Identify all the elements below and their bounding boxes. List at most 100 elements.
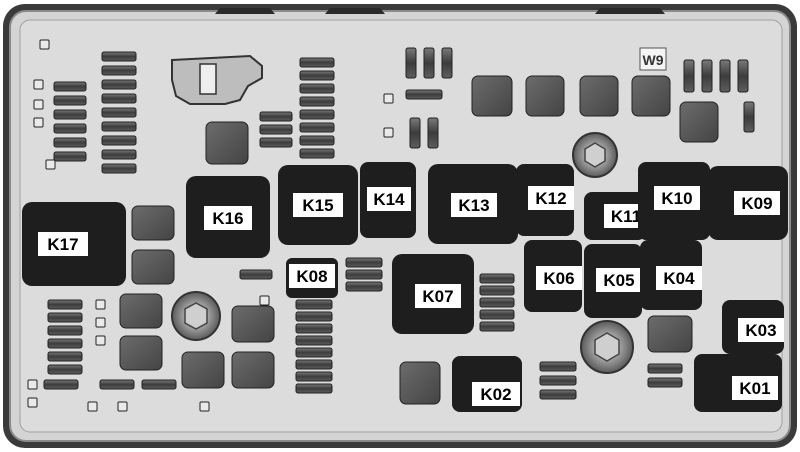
mini-fuse — [101, 135, 137, 146]
mini-fuse — [53, 137, 87, 148]
relay-k07: K07 — [392, 254, 474, 334]
relay-label-k15: K15 — [302, 196, 333, 215]
terminal — [27, 397, 38, 408]
mini-fuse — [101, 107, 137, 118]
mini-fuse — [719, 59, 731, 93]
relay-k10: K10 — [638, 162, 710, 240]
mini-fuse — [539, 389, 577, 400]
mini-fuse — [479, 273, 515, 284]
mini-fuse — [295, 359, 333, 370]
mini-fuse — [43, 379, 79, 390]
terminal — [259, 295, 270, 306]
mini-fuse — [441, 47, 453, 79]
relay-label-k04: K04 — [663, 269, 695, 288]
fuse-block — [131, 249, 175, 285]
mini-fuse — [737, 59, 749, 93]
mini-fuse — [295, 323, 333, 334]
mini-fuse — [101, 93, 137, 104]
mini-fuse — [47, 338, 83, 349]
mini-fuse — [101, 79, 137, 90]
relay-k05: K05 — [584, 244, 642, 318]
mini-fuse — [299, 70, 335, 81]
mini-fuse — [239, 269, 273, 280]
mini-fuse — [647, 363, 683, 374]
mini-fuse — [479, 321, 515, 332]
mini-fuse — [295, 299, 333, 310]
relay-k17: K17 — [22, 202, 126, 286]
mini-fuse — [101, 163, 137, 174]
fuse-block — [181, 351, 225, 389]
terminal — [33, 99, 44, 110]
fuse-block — [131, 205, 175, 241]
terminal — [27, 379, 38, 390]
relay-label-k14: K14 — [373, 190, 405, 209]
relay-label-k16: K16 — [212, 209, 243, 228]
corner-mark-text: W9 — [643, 52, 664, 68]
mini-fuse — [539, 361, 577, 372]
mini-fuse — [405, 47, 417, 79]
relay-k04: K04 — [640, 240, 702, 310]
mini-fuse — [259, 137, 293, 148]
relay-label-k12: K12 — [535, 189, 566, 208]
mini-fuse — [539, 375, 577, 386]
relay-k01: K01 — [694, 354, 782, 412]
relay-layer: K17 K16 K15 K14 K13 K12 — [22, 162, 788, 412]
mini-fuse — [479, 285, 515, 296]
relay-label-k03: K03 — [745, 321, 776, 340]
relay-label-k09: K09 — [741, 194, 772, 213]
relay-k02: K02 — [452, 356, 522, 412]
mini-fuse — [53, 81, 87, 92]
relay-k13: K13 — [428, 164, 518, 244]
mini-fuse — [647, 377, 683, 388]
fuse-block — [679, 101, 719, 143]
mini-fuse — [405, 89, 443, 100]
mini-fuse — [299, 122, 335, 133]
mini-fuse — [53, 151, 87, 162]
relay-k14: K14 — [360, 162, 416, 238]
relay-k15: K15 — [278, 165, 358, 245]
mini-fuse — [101, 149, 137, 160]
mini-fuse — [47, 312, 83, 323]
mini-fuse — [101, 65, 137, 76]
mini-fuse — [53, 109, 87, 120]
fuse-block — [525, 75, 565, 117]
mini-fuse-field — [27, 39, 755, 412]
mini-fuse — [53, 95, 87, 106]
mini-fuse — [259, 111, 293, 122]
mini-fuse — [423, 47, 435, 79]
mini-fuse — [101, 121, 137, 132]
relay-label-k08: K08 — [296, 267, 327, 286]
relay-label-k02: K02 — [480, 385, 511, 404]
fuse-block — [471, 75, 513, 117]
mini-fuse — [345, 281, 383, 292]
terminal — [87, 401, 98, 412]
relay-label-k05: K05 — [603, 271, 634, 290]
terminal — [33, 79, 44, 90]
terminal — [199, 401, 210, 412]
relay-k16: K16 — [186, 176, 270, 258]
fuse-block — [231, 305, 275, 343]
mini-fuse — [99, 379, 135, 390]
relay-label-k01: K01 — [739, 379, 770, 398]
connector-clip — [171, 54, 263, 105]
mini-fuse — [47, 325, 83, 336]
mini-fuse — [295, 335, 333, 346]
mini-fuse — [47, 364, 83, 375]
mini-fuse — [427, 117, 439, 149]
terminal — [383, 127, 394, 138]
fuse-block — [647, 315, 693, 353]
terminal — [95, 317, 106, 328]
terminal — [95, 335, 106, 346]
mini-fuse — [295, 371, 333, 382]
mini-fuse — [259, 124, 293, 135]
mini-fuse — [299, 57, 335, 68]
relay-label-k07: K07 — [422, 287, 453, 306]
terminal — [117, 401, 128, 412]
mini-fuse — [479, 309, 515, 320]
mini-fuse — [683, 59, 695, 93]
terminal — [95, 299, 106, 310]
relay-k09: K09 — [708, 166, 788, 240]
mini-fuse — [53, 123, 87, 134]
corner-mark: W9 — [639, 47, 667, 71]
